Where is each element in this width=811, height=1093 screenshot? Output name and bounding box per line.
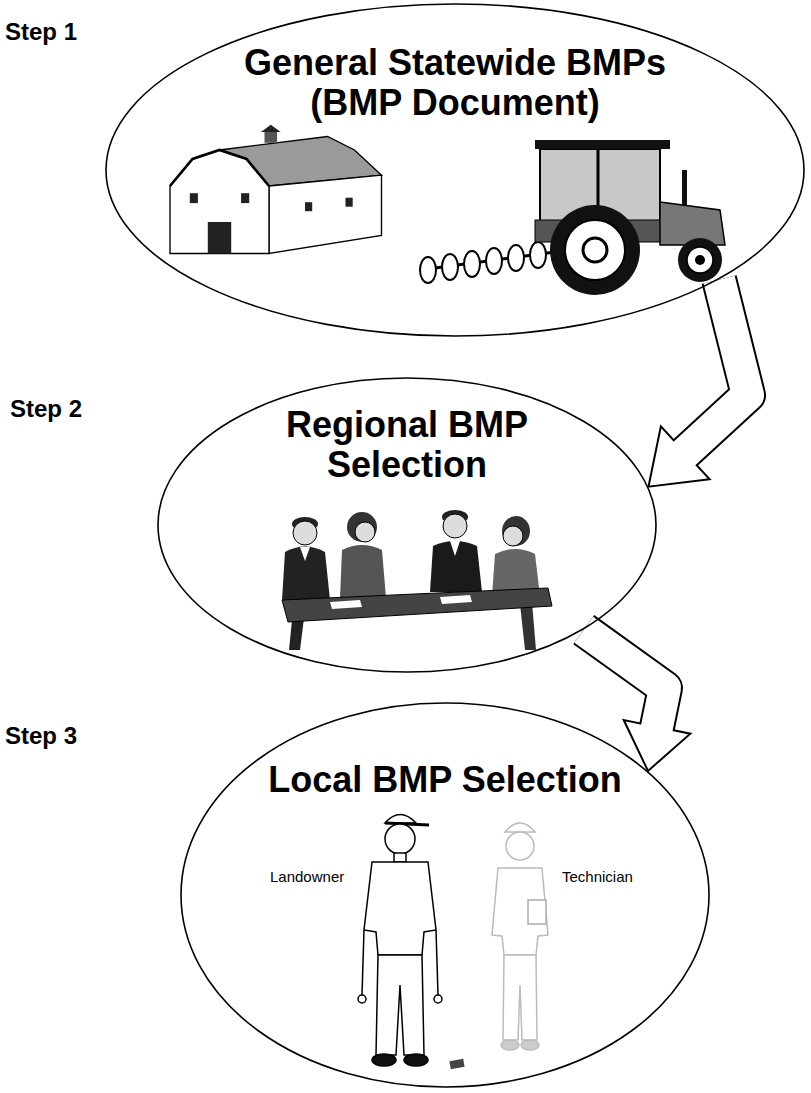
meeting-illustration-part bbox=[300, 547, 310, 561]
landowner-figure-part bbox=[434, 995, 442, 1003]
landowner-figure-part bbox=[362, 930, 364, 995]
meeting-illustration-part bbox=[340, 545, 386, 598]
tractor-illustration bbox=[420, 140, 725, 295]
meeting-illustration-part bbox=[347, 512, 377, 542]
tractor-illustration-part bbox=[464, 251, 480, 277]
meeting-illustration-part bbox=[520, 602, 536, 650]
barn-illustration-part bbox=[208, 222, 231, 254]
step-bubble: Local BMP Selection bbox=[180, 702, 710, 1088]
tractor-illustration-part bbox=[442, 254, 458, 280]
tractor-illustration-part bbox=[535, 140, 670, 149]
landowner-figure-part bbox=[394, 853, 406, 862]
technician-figure-part bbox=[501, 1040, 519, 1050]
barn-illustration bbox=[170, 125, 382, 254]
tractor-illustration-part bbox=[678, 238, 722, 282]
meeting-illustration-part bbox=[450, 541, 460, 556]
step-arrow bbox=[584, 630, 691, 771]
meeting-illustration-part bbox=[502, 516, 530, 546]
bubble-ellipse bbox=[181, 703, 709, 1087]
person-label: Technician bbox=[562, 868, 633, 885]
tractor-illustration-part bbox=[530, 242, 546, 268]
barn-illustration-part bbox=[170, 150, 269, 186]
technician-figure-part bbox=[492, 868, 548, 955]
meeting-illustration-part bbox=[282, 547, 330, 601]
technician-figure bbox=[492, 823, 548, 1050]
technician-figure-part bbox=[503, 955, 537, 1040]
step-title: Regional BMP Selection bbox=[262, 405, 552, 485]
step-bubble: General Statewide BMPs (BMP Document) bbox=[105, 3, 805, 337]
arrow-fill bbox=[683, 280, 748, 455]
meeting-illustration-part bbox=[443, 514, 467, 538]
meeting-illustration-part bbox=[430, 541, 482, 592]
bubble-ellipse bbox=[158, 378, 656, 672]
landowner-figure-part bbox=[358, 995, 366, 1003]
landowner-figure-part bbox=[385, 824, 415, 854]
tractor-illustration-part bbox=[695, 255, 705, 265]
tractor-illustration-part bbox=[486, 248, 502, 274]
bubble-ellipse bbox=[106, 4, 804, 336]
step-arrow bbox=[648, 280, 748, 487]
person-label: Landowner bbox=[270, 868, 344, 885]
landowner-figure-part bbox=[372, 1054, 396, 1066]
meeting-illustration-part bbox=[440, 595, 472, 604]
tractor-illustration-part bbox=[565, 220, 625, 280]
tractor-illustration-part bbox=[550, 205, 640, 295]
barn-illustration-part bbox=[190, 193, 198, 203]
meeting-illustration-part bbox=[289, 618, 304, 650]
tractor-illustration-part bbox=[583, 238, 607, 262]
step-label: Step 1 bbox=[5, 18, 77, 46]
notebook-on-ground-part bbox=[449, 1059, 464, 1069]
step-title: General Statewide BMPs (BMP Document) bbox=[235, 43, 675, 123]
tractor-illustration-part bbox=[682, 170, 687, 205]
technician-figure-part bbox=[521, 1040, 539, 1050]
barn-illustration-part bbox=[346, 198, 353, 207]
barn-illustration-part bbox=[265, 132, 278, 143]
landowner-figure-part bbox=[385, 823, 429, 825]
notebook-on-ground bbox=[449, 1059, 464, 1069]
barn-illustration-part bbox=[269, 175, 382, 253]
step-label: Step 2 bbox=[10, 395, 82, 423]
landowner-figure bbox=[358, 815, 442, 1067]
meeting-illustration-part bbox=[330, 600, 362, 609]
step-bubble: Regional BMP Selection bbox=[157, 377, 657, 673]
tractor-illustration-part bbox=[508, 245, 524, 271]
meeting-illustration-part bbox=[282, 588, 552, 622]
landowner-figure-part bbox=[436, 930, 438, 995]
landowner-figure-part bbox=[376, 955, 424, 1055]
barn-illustration-part bbox=[170, 150, 269, 254]
meeting-illustration-part bbox=[355, 522, 375, 542]
barn-illustration-part bbox=[261, 125, 281, 132]
tractor-illustration-part bbox=[420, 257, 436, 283]
tractor-illustration-part bbox=[660, 202, 725, 245]
step-label: Step 3 bbox=[5, 722, 77, 750]
technician-figure-part bbox=[528, 900, 546, 924]
meeting-illustration bbox=[282, 510, 552, 650]
technician-figure-part bbox=[506, 832, 534, 860]
landowner-figure-part bbox=[364, 862, 436, 955]
arrow-fill bbox=[584, 630, 665, 730]
meeting-illustration-part bbox=[293, 521, 317, 545]
barn-illustration-part bbox=[241, 193, 249, 203]
landowner-figure-part bbox=[404, 1054, 428, 1066]
barn-illustration-part bbox=[305, 202, 312, 211]
meeting-illustration-part bbox=[503, 526, 523, 546]
step-title: Local BMP Selection bbox=[235, 760, 655, 800]
technician-figure-part bbox=[505, 823, 535, 832]
tractor-illustration-part bbox=[687, 247, 713, 273]
